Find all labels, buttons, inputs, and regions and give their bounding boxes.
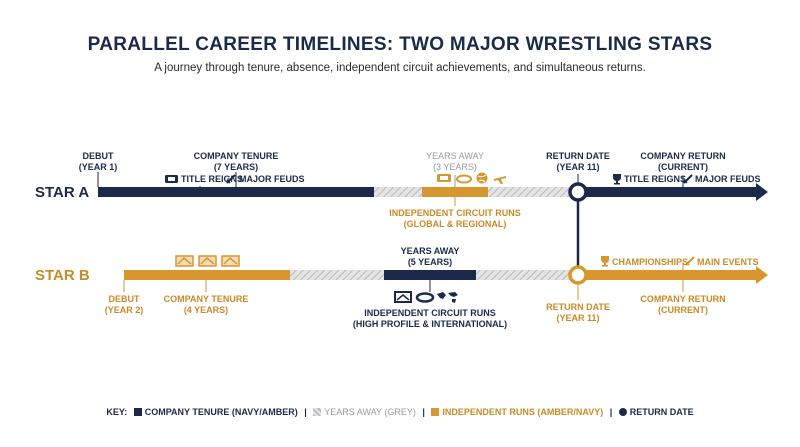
star-a-indie-label: INDEPENDENT CIRCUIT RUNS(GLOBAL & REGION… (389, 208, 521, 229)
key-return-swatch (618, 408, 627, 416)
star-b-main-events: MAIN EVENTS (697, 257, 759, 267)
belt-icon (415, 292, 435, 303)
sword-icon (685, 256, 695, 266)
ring-icon (175, 255, 194, 267)
star-b-away-bar-2 (476, 270, 578, 280)
star-b-arrow (756, 266, 768, 284)
star-a-return-bar (578, 187, 756, 197)
ring-icon (394, 291, 412, 303)
star-b-debut-label: DEBUT(YEAR 2) (104, 294, 144, 315)
belt-icon (437, 174, 451, 182)
trophy-icon (613, 174, 621, 185)
star-a-return-major-feuds: MAJOR FEUDS (695, 174, 761, 184)
key-away: YEARS AWAY (GREY) (324, 407, 416, 417)
star-b-years-away-label: YEARS AWAY(5 YEARS) (400, 246, 460, 267)
key-indie-swatch (431, 408, 440, 416)
star-b-tenure-label: COMPANY TENURE(4 YEARS) (163, 294, 249, 315)
star-a-arrow (756, 183, 768, 201)
belt-icon (165, 175, 178, 183)
ring-icon (198, 255, 217, 267)
star-a-major-feuds: MAJOR FEUDS (239, 174, 305, 184)
star-b-company-return-label: COMPANY RETURN(CURRENT) (640, 294, 726, 315)
key-separator: | (304, 407, 307, 417)
star-a-return-marker (568, 182, 588, 202)
star-a-years-away-label: YEARS AWAY(3 YEARS) (426, 151, 484, 172)
trophy-icon (601, 256, 609, 267)
star-a-return-title-reigns: TITLE REIGNS (624, 174, 687, 184)
star-b-away-bar-1 (290, 270, 384, 280)
star-a-title-reigns: TITLE REIGNS (181, 174, 244, 184)
key-tenure: COMPANY TENURE (NAVY/AMBER) (144, 407, 298, 417)
page-title: PARALLEL CAREER TIMELINES: TWO MAJOR WRE… (87, 34, 713, 55)
star-b-return-date-label: RETURN DATE(YEAR 11) (546, 302, 610, 323)
star-a-debut-label: DEBUT(YEAR 1) (78, 151, 118, 172)
ring-icon (456, 174, 472, 184)
star-a-tenure-bar (98, 187, 374, 197)
key-return: RETURN DATE (629, 407, 694, 417)
star-a-away-bar-1 (374, 187, 422, 197)
star-a-return-date-label: RETURN DATE(YEAR 11) (546, 151, 610, 172)
star-b-return-marker (568, 265, 588, 285)
world-map-icon (437, 292, 458, 303)
key-separator: | (422, 407, 425, 417)
star-b-label: STAR B (35, 267, 90, 284)
star-a-indie-bar (422, 187, 488, 197)
plane-icon (494, 176, 506, 184)
star-a-away-bar-2 (488, 187, 578, 197)
key-tenure-swatch (133, 408, 142, 416)
key-indie: INDEPENDENT RUNS (AMBER/NAVY) (442, 407, 604, 417)
star-b-championships: CHAMPIONSHIPS (612, 257, 689, 267)
star-b-return-bar (578, 270, 756, 280)
legend-key: KEY: COMPANY TENURE (NAVY/AMBER) | YEARS… (0, 407, 800, 417)
key-away-swatch (313, 408, 322, 416)
star-b-indie-bar (384, 270, 476, 280)
globe-icon (476, 172, 488, 184)
key-prefix: KEY: (106, 407, 128, 417)
star-a-company-return-label: COMPANY RETURN(CURRENT) (640, 151, 726, 172)
star-b-tenure-bar (124, 270, 290, 280)
ring-icon (221, 255, 240, 267)
sword-icon (683, 174, 693, 184)
star-b-indie-label: INDEPENDENT CIRCUIT RUNS(HIGH PROFILE & … (352, 308, 508, 329)
star-a-label: STAR A (35, 184, 90, 201)
star-a-tenure-label: COMPANY TENURE(7 YEARS) (193, 151, 279, 172)
page-subtitle: A journey through tenure, absence, indep… (154, 62, 646, 74)
sword-icon (226, 174, 236, 184)
key-separator: | (609, 407, 613, 417)
